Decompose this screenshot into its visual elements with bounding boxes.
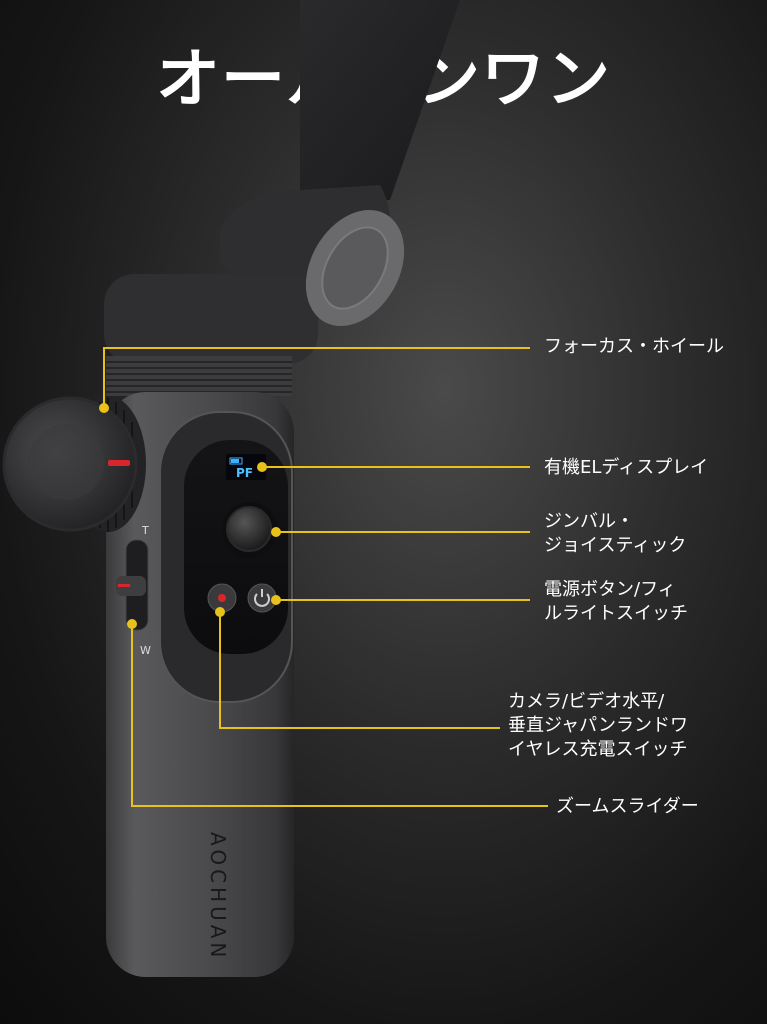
zoom-tele-mark: T (141, 524, 149, 537)
leader-dots (99, 403, 281, 629)
callout-oled-display: 有機ELディスプレイ (544, 457, 709, 478)
brand-logo: AOCHUAN (206, 832, 230, 962)
leader-line-zoom (131, 624, 548, 807)
leader-line-mode (219, 612, 500, 729)
callout-zoom-slider: ズームスライダー (556, 796, 699, 817)
gimbal-head (104, 274, 318, 364)
joystick-cap (226, 506, 272, 552)
callout-power-button: 電源ボタン/フィ ルライトスイッチ (544, 579, 688, 624)
record-dot (218, 594, 226, 602)
callout-focus-wheel: フォーカス・ホイール (544, 336, 724, 357)
gimbal-arm (300, 0, 460, 200)
callout-mode-switch: カメラ/ビデオ水平/ 垂直ジャパンランドワ イヤレス充電スイッチ (508, 691, 688, 760)
zoom-wide-mark: W (140, 644, 151, 657)
callout-joystick: ジンバル・ ジョイスティック (544, 511, 687, 556)
oled-mode-text: PF (236, 466, 253, 480)
leader-lines (103, 347, 548, 807)
leader-line-focus-wheel (103, 347, 530, 408)
motor-knob (305, 209, 405, 327)
focus-wheel-indicator (108, 460, 130, 466)
zoom-slider-thumb (116, 576, 146, 596)
